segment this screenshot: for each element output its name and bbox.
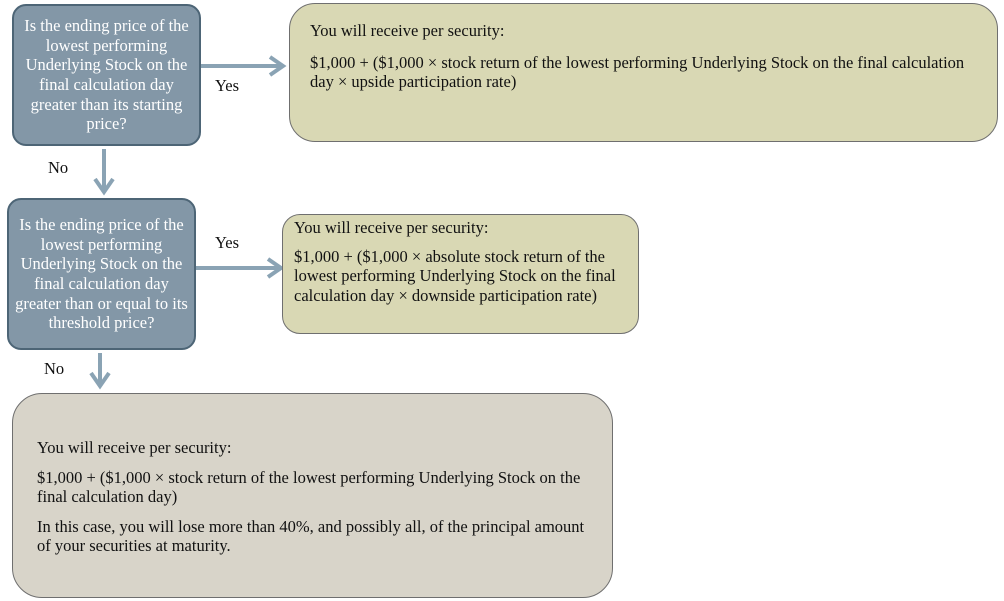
result-1-heading: You will receive per security: [310,21,505,40]
result-2-formula: $1,000 + ($1,000 × absolute stock return… [294,246,616,305]
yes-label-1: Yes [215,76,240,95]
result-3-formula: $1,000 + ($1,000 × stock return of the l… [37,467,581,507]
question-2-text: Is the ending price of the lowest perfor… [15,215,188,333]
result-3-box: You will receive per security: $1,000 + … [12,393,613,598]
result-2-box: You will receive per security: $1,000 + … [282,214,639,334]
arrowhead-q1-yes [268,55,287,77]
yes-label-2: Yes [215,233,240,252]
result-3-heading: You will receive per security: [37,438,232,457]
question-1-box: Is the ending price of the lowest perfor… [12,4,201,146]
no-label-1: No [48,158,69,177]
result-2-heading: You will receive per security: [294,218,489,237]
result-1-box: You will receive per security: $1,000 + … [289,3,998,142]
arrowhead-q2-yes [266,257,285,279]
result-1-formula: $1,000 + ($1,000 × stock return of the l… [310,52,965,92]
arrowhead-q1-no [93,177,115,196]
no-label-2: No [44,359,65,378]
question-2-box: Is the ending price of the lowest perfor… [7,198,196,350]
arrowhead-q2-no [89,371,111,390]
result-3-note: In this case, you will lose more than 40… [37,516,585,556]
question-1-text: Is the ending price of the lowest perfor… [24,16,189,134]
